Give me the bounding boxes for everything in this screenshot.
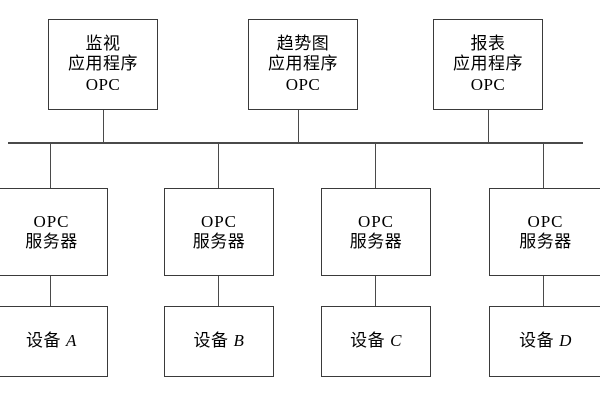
- connector-server-2-to-device-2: [218, 276, 219, 306]
- device-node-a-label: 设备: [26, 331, 62, 351]
- device-node-d[interactable]: 设备 D: [489, 306, 600, 377]
- app-node-monitor-line1: 监视: [85, 33, 121, 53]
- device-node-b-letter: B: [233, 331, 245, 351]
- opc-server-node-2-line1: OPC: [200, 211, 238, 231]
- connector-server-4-to-device-4: [543, 276, 544, 306]
- opc-server-node-4-line1: OPC: [527, 211, 564, 231]
- connector-app-3-to-bus: [488, 110, 489, 143]
- app-node-monitor-line3: OPC: [85, 75, 121, 95]
- opc-server-node-3[interactable]: OPC 服务器: [321, 188, 431, 276]
- connector-bus-to-server-1: [50, 142, 51, 188]
- opc-server-node-1-line2: 服务器: [25, 232, 78, 251]
- connector-app-1-to-bus: [103, 110, 104, 143]
- connector-bus-to-server-4: [543, 142, 544, 188]
- device-node-d-label: 设备: [519, 331, 555, 351]
- opc-server-node-2-line2: 服务器: [192, 232, 246, 251]
- connector-server-1-to-device-1: [50, 276, 51, 306]
- opc-server-node-4[interactable]: OPC 服务器: [489, 188, 600, 276]
- app-node-trend-line2: 应用程序: [268, 53, 338, 73]
- device-node-d-letter: D: [559, 331, 572, 351]
- app-node-monitor-line2: 应用程序: [68, 53, 138, 73]
- opc-server-node-1-line1: OPC: [33, 211, 70, 231]
- opc-server-node-2[interactable]: OPC 服务器: [164, 188, 274, 276]
- opc-server-node-1[interactable]: OPC 服务器: [0, 188, 108, 276]
- opc-server-node-4-line2: 服务器: [519, 232, 572, 251]
- app-node-monitor[interactable]: 监视 应用程序 OPC: [48, 19, 158, 110]
- app-node-report[interactable]: 报表 应用程序 OPC: [433, 19, 543, 110]
- connector-bus-to-server-2: [218, 142, 219, 188]
- app-node-trend[interactable]: 趋势图 应用程序 OPC: [248, 19, 358, 110]
- app-node-trend-line1: 趋势图: [276, 33, 330, 53]
- device-node-c[interactable]: 设备 C: [321, 306, 431, 377]
- device-node-c-letter: C: [390, 331, 402, 351]
- connector-server-3-to-device-3: [375, 276, 376, 306]
- connector-bus-to-server-3: [375, 142, 376, 188]
- device-node-b[interactable]: 设备 B: [164, 306, 274, 377]
- app-node-report-line1: 报表: [470, 33, 506, 53]
- app-node-report-line3: OPC: [470, 75, 506, 95]
- connector-app-2-to-bus: [298, 110, 299, 143]
- opc-server-node-3-line2: 服务器: [349, 232, 403, 251]
- device-node-a[interactable]: 设备 A: [0, 306, 108, 377]
- device-node-b-label: 设备: [193, 331, 229, 351]
- app-node-trend-line3: OPC: [285, 75, 321, 95]
- device-node-c-label: 设备: [350, 331, 386, 351]
- device-node-a-letter: A: [66, 331, 77, 351]
- opc-server-node-3-line1: OPC: [357, 211, 395, 231]
- network-bus-line: [8, 142, 583, 144]
- app-node-report-line2: 应用程序: [453, 53, 523, 73]
